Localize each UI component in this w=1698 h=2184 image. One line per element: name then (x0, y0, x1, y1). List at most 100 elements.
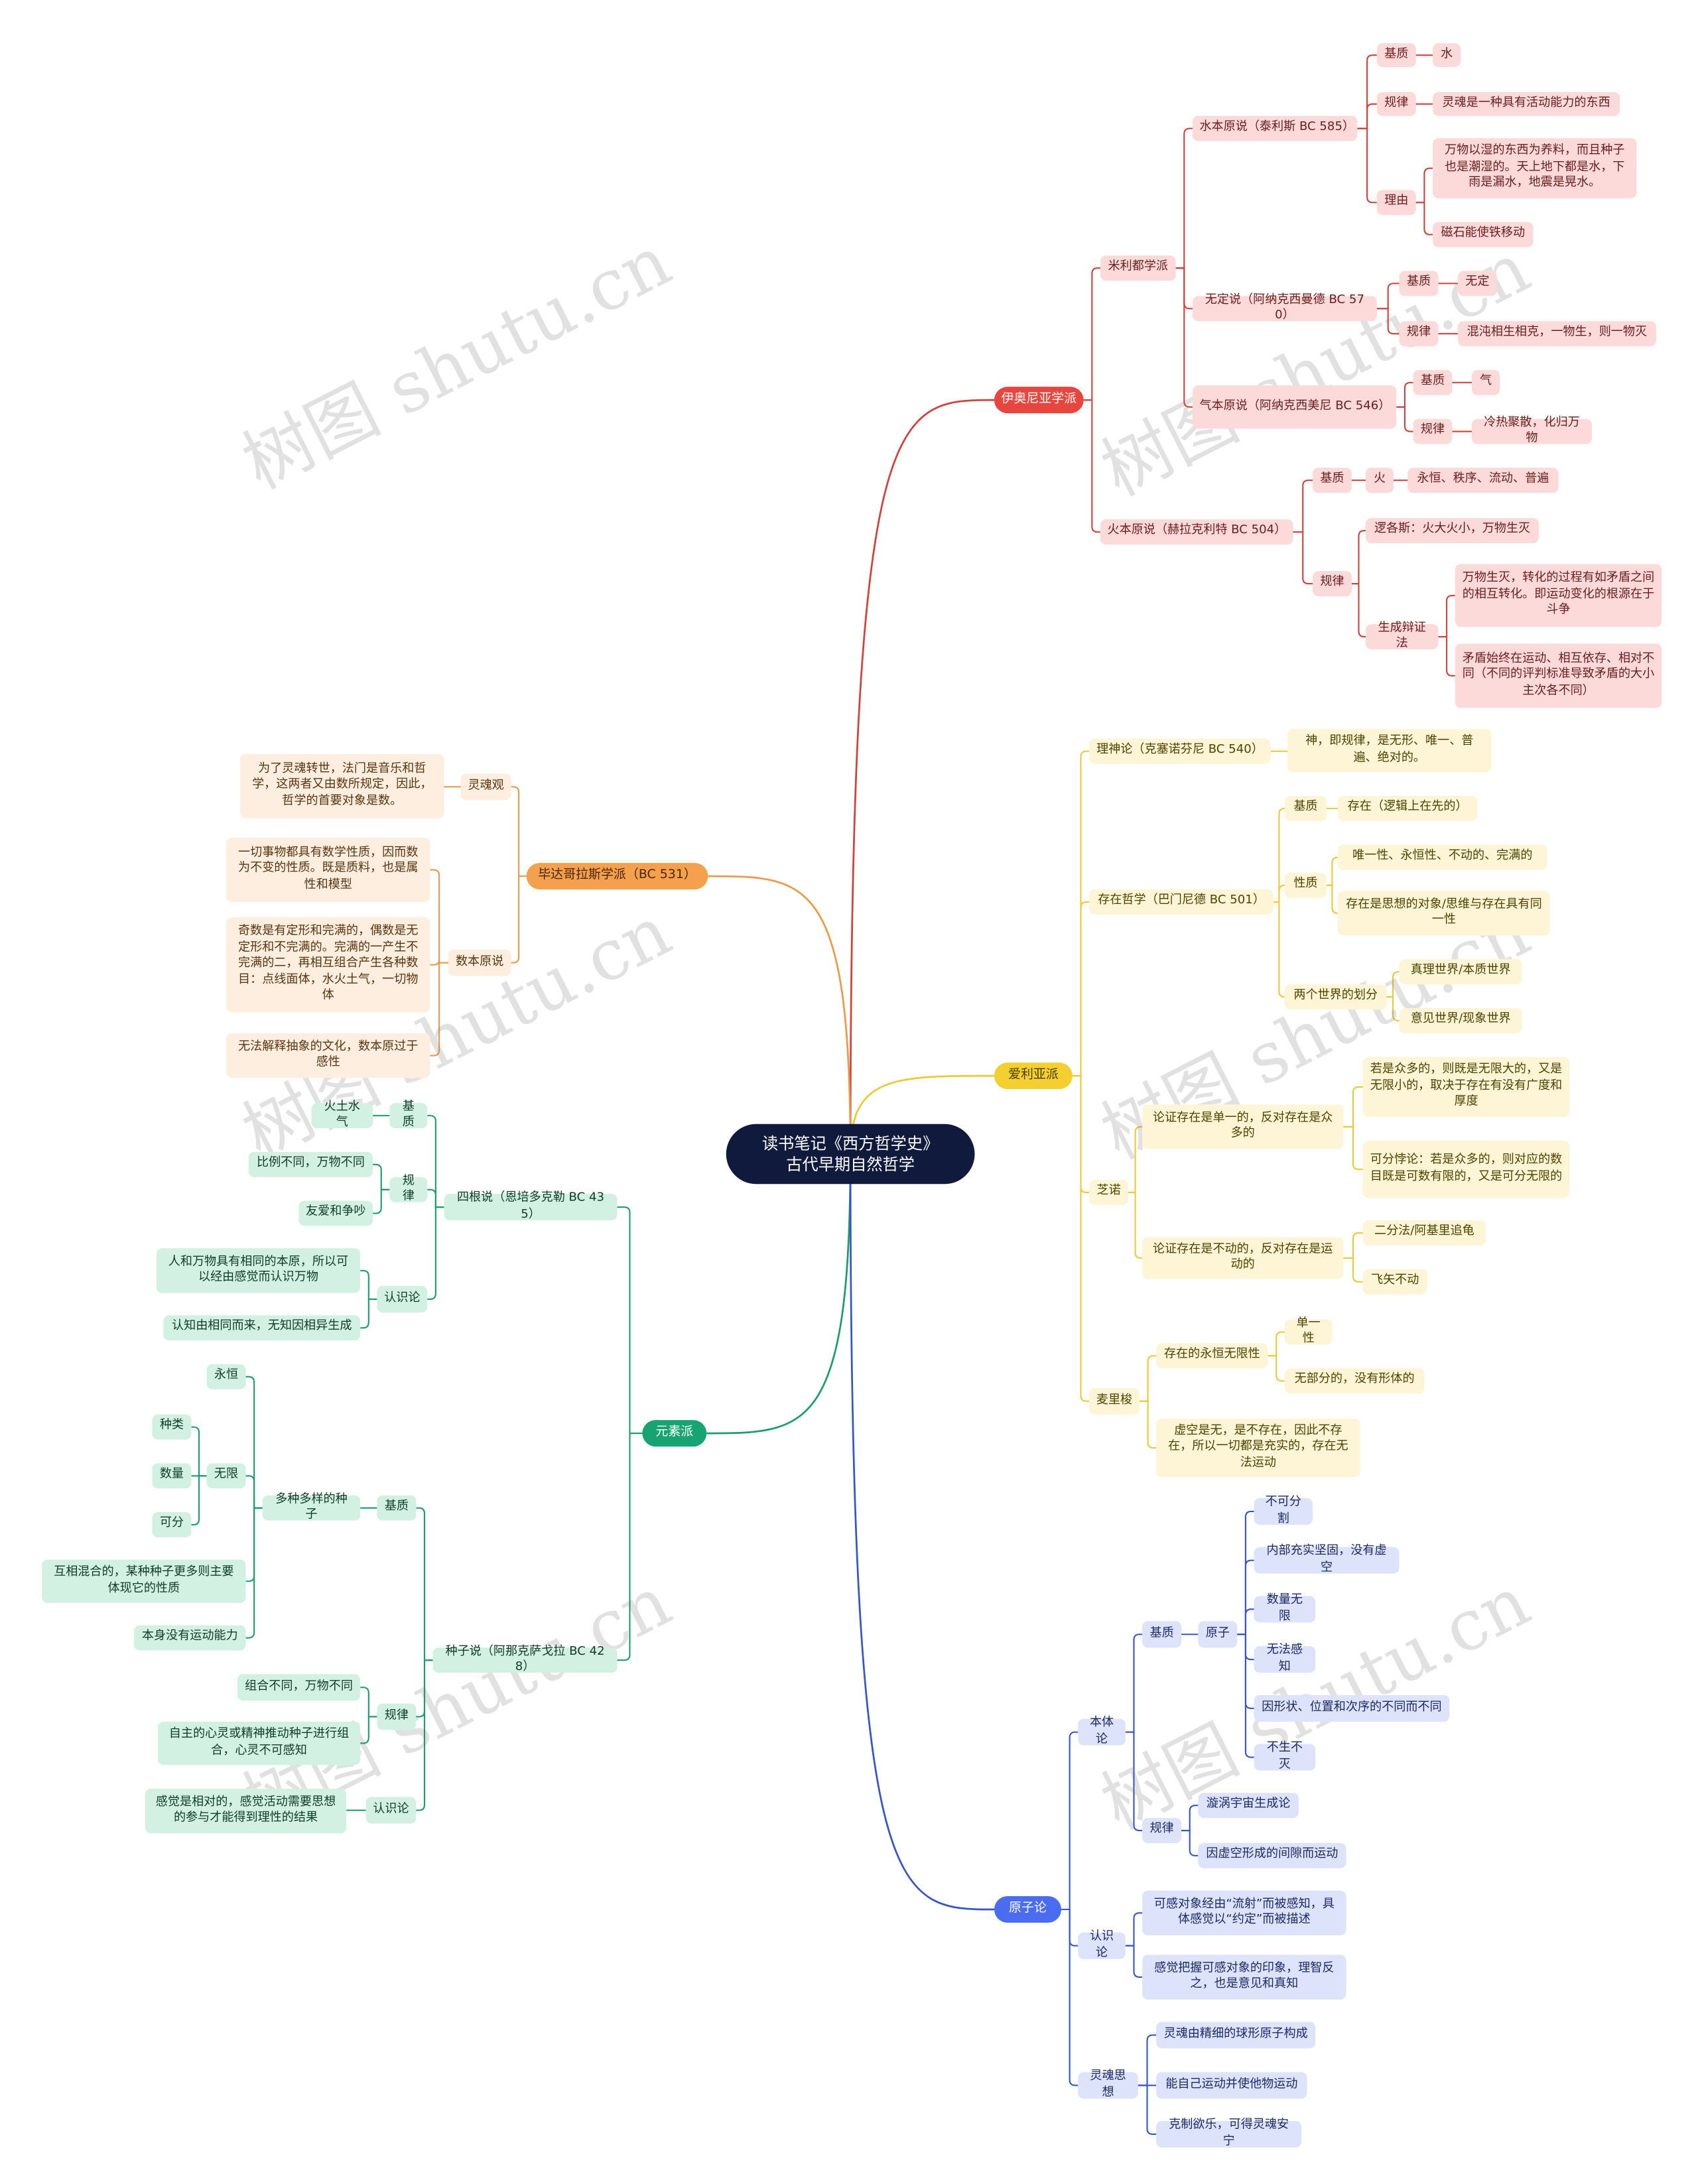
subtopic-node[interactable]: 无定说（阿纳克西曼德 BC 570） (1192, 292, 1377, 322)
subtopic-node[interactable]: 基质 (389, 1100, 428, 1129)
subtopic-node[interactable]: 生成辩证法 (1365, 621, 1439, 651)
subtopic-node[interactable]: 虚空是无，是不存在，因此不存在，所以一切都是充实的，存在无法运动 (1156, 1418, 1360, 1478)
subtopic-node[interactable]: 基质 (377, 1495, 417, 1521)
subtopic-node[interactable]: 不生不灭 (1254, 1741, 1316, 1771)
subtopic-node[interactable]: 漩涡宇宙生成论 (1198, 1793, 1299, 1819)
subtopic-node[interactable]: 一切事物都具有数学性质，因而数为不变的性质。既是质料，也是属性和模型 (226, 838, 430, 903)
subtopic-node[interactable]: 能自己运动并使他物运动 (1156, 2072, 1307, 2099)
subtopic-node[interactable]: 数量无限 (1254, 1593, 1316, 1623)
subtopic-node[interactable]: 人和万物具有相同的本原，所以可以经由感觉而认识万物 (156, 1248, 361, 1293)
subtopic-node[interactable]: 规律 (1376, 92, 1416, 116)
branch-topic[interactable]: 伊奥尼亚学派 (994, 387, 1084, 414)
subtopic-node[interactable]: 规律 (1142, 1818, 1182, 1843)
subtopic-node[interactable]: 唯一性、永恒性、不动的、完满的 (1337, 844, 1547, 870)
subtopic-node[interactable]: 互相混合的，某种种子更多则主要体现它的性质 (42, 1559, 246, 1603)
subtopic-node[interactable]: 无部分的，没有形体的 (1284, 1368, 1425, 1394)
subtopic-node[interactable]: 种子说（阿那克萨戈拉 BC 428） (432, 1644, 618, 1674)
subtopic-node[interactable]: 麦里梭 (1089, 1387, 1140, 1415)
subtopic-node[interactable]: 真理世界/本质世界 (1399, 959, 1522, 985)
subtopic-node[interactable]: 克制欲乐，可得灵魂安宁 (1156, 2118, 1302, 2148)
subtopic-node[interactable]: 因形状、位置和次序的不同而不同 (1254, 1695, 1450, 1722)
subtopic-node[interactable]: 本体论 (1078, 1716, 1126, 1746)
subtopic-node[interactable]: 可分悖论：若是众多的，则对应的数目既是可数有限的，又是可分无限的 (1362, 1141, 1570, 1198)
subtopic-node[interactable]: 友爱和争吵 (298, 1200, 373, 1226)
subtopic-node[interactable]: 意见世界/现象世界 (1399, 1008, 1522, 1033)
subtopic-node[interactable]: 无法解释抽象的文化，数本原过于感性 (226, 1033, 430, 1078)
subtopic-node[interactable]: 规律 (389, 1174, 428, 1204)
branch-topic[interactable]: 原子论 (994, 1895, 1062, 1923)
subtopic-node[interactable]: 永恒 (206, 1364, 246, 1389)
subtopic-node[interactable]: 基质 (1142, 1621, 1182, 1648)
subtopic-node[interactable]: 永恒、秩序、流动、普遍 (1407, 468, 1559, 493)
subtopic-node[interactable]: 论证存在是单一的，反对存在是众多的 (1142, 1104, 1344, 1149)
subtopic-node[interactable]: 理由 (1376, 190, 1416, 216)
subtopic-node[interactable]: 万物生灭，转化的过程有如矛盾之间的相互转化。即运动变化的根源在于斗争 (1455, 564, 1662, 627)
subtopic-node[interactable]: 灵魂思想 (1078, 2069, 1138, 2099)
subtopic-node[interactable]: 本身没有运动能力 (134, 1625, 246, 1651)
subtopic-node[interactable]: 认知由相同而来，无知因相异生成 (163, 1315, 361, 1341)
subtopic-node[interactable]: 规律 (1413, 418, 1453, 444)
subtopic-node[interactable]: 种类 (152, 1414, 192, 1440)
subtopic-node[interactable]: 认识论 (1078, 1930, 1126, 1960)
subtopic-node[interactable]: 存在（逻辑上在先的） (1337, 796, 1478, 821)
subtopic-node[interactable]: 基质 (1413, 369, 1453, 395)
subtopic-node[interactable]: 水 (1433, 43, 1461, 68)
subtopic-node[interactable]: 组合不同，万物不同 (237, 1674, 361, 1701)
subtopic-node[interactable]: 性质 (1284, 872, 1327, 898)
subtopic-node[interactable]: 灵魂由精细的球形原子构成 (1156, 2022, 1316, 2049)
subtopic-node[interactable]: 基质 (1284, 796, 1327, 821)
subtopic-node[interactable]: 存在是思想的对象/思维与存在具有同一性 (1337, 891, 1550, 936)
subtopic-node[interactable]: 存在的永恒无限性 (1156, 1343, 1268, 1369)
subtopic-node[interactable]: 基质 (1399, 271, 1439, 296)
subtopic-node[interactable]: 冷热聚散，化归万物 (1471, 415, 1593, 446)
subtopic-node[interactable]: 气 (1471, 369, 1500, 395)
subtopic-node[interactable]: 若是众多的，则既是无限大的，又是无限小的，取决于存在有没有广度和厚度 (1362, 1057, 1570, 1118)
subtopic-node[interactable]: 火 (1365, 468, 1394, 493)
subtopic-node[interactable]: 灵魂是一种具有活动能力的东西 (1433, 92, 1620, 116)
subtopic-node[interactable]: 为了灵魂转世，法门是音乐和哲学，这两者又由数所规定，因此，哲学的首要对象是数。 (240, 753, 444, 818)
subtopic-node[interactable]: 四根说（恩培多克勒 BC 435） (444, 1191, 618, 1221)
subtopic-node[interactable]: 无法感知 (1254, 1643, 1316, 1673)
subtopic-node[interactable]: 规律 (377, 1703, 417, 1730)
subtopic-node[interactable]: 可感对象经由“流射”而被感知，具体感觉以“约定”而被描述 (1142, 1890, 1346, 1935)
subtopic-node[interactable]: 万物以湿的东西为养料，而且种子也是潮湿的。天上地下都是水，下雨是漏水，地震是晃水… (1433, 138, 1637, 198)
subtopic-node[interactable]: 基质 (1312, 468, 1352, 493)
subtopic-node[interactable]: 感觉是相对的，感觉活动需要思想的参与才能得到理性的结果 (145, 1788, 347, 1834)
subtopic-node[interactable]: 自主的心灵或精神推动种子进行组合，心灵不可感知 (157, 1721, 361, 1766)
subtopic-node[interactable]: 存在哲学（巴门尼德 BC 501） (1089, 889, 1274, 915)
subtopic-node[interactable]: 多种多样的种子 (262, 1492, 361, 1522)
subtopic-node[interactable]: 内部充实坚固，没有虚空 (1254, 1544, 1400, 1574)
subtopic-node[interactable]: 奇数是有定形和完满的，偶数是无定形和不完满的。完满的一产生不完满的二，再相互组合… (226, 917, 430, 1013)
subtopic-node[interactable]: 比例不同，万物不同 (248, 1151, 373, 1177)
subtopic-node[interactable]: 单一性 (1284, 1316, 1333, 1346)
subtopic-node[interactable]: 数本原说 (448, 949, 511, 976)
subtopic-node[interactable]: 气本原说（阿纳克西美尼 BC 546） (1192, 385, 1397, 429)
subtopic-node[interactable]: 基质 (1376, 43, 1416, 68)
subtopic-node[interactable]: 规律 (1399, 321, 1439, 347)
subtopic-node[interactable]: 可分 (152, 1512, 192, 1537)
branch-topic[interactable]: 爱利亚派 (994, 1062, 1073, 1090)
subtopic-node[interactable]: 无限 (206, 1463, 246, 1489)
branch-topic[interactable]: 元素派 (642, 1420, 707, 1447)
subtopic-node[interactable]: 水本原说（泰利斯 BC 585） (1192, 115, 1358, 141)
subtopic-node[interactable]: 因虚空形成的间隙而运动 (1198, 1842, 1346, 1868)
central-topic[interactable]: 读书笔记《西方哲学史》 古代早期自然哲学 (726, 1124, 975, 1185)
subtopic-node[interactable]: 逻各斯：火大火小，万物生灭 (1365, 518, 1539, 543)
subtopic-node[interactable]: 火土水气 (311, 1100, 373, 1129)
subtopic-node[interactable]: 无定 (1457, 271, 1497, 296)
subtopic-node[interactable]: 芝诺 (1089, 1179, 1129, 1205)
subtopic-node[interactable]: 感觉把握可感对象的印象，理智反之，也是意见和真知 (1142, 1955, 1346, 2000)
subtopic-node[interactable]: 磁石能使铁移动 (1433, 222, 1534, 247)
branch-topic[interactable]: 毕达哥拉斯学派（BC 531） (526, 863, 708, 890)
subtopic-node[interactable]: 不可分割 (1254, 1496, 1313, 1525)
subtopic-node[interactable]: 矛盾始终在运动、相互依存、相对不同（不同的评判标准导致矛盾的大小主次各不同） (1455, 643, 1662, 708)
subtopic-node[interactable]: 数量 (152, 1463, 192, 1489)
subtopic-node[interactable]: 理神论（克塞诺芬尼 BC 540） (1089, 738, 1271, 764)
subtopic-node[interactable]: 神，即规律，是无形、唯一、普遍、绝对的。 (1287, 728, 1492, 773)
subtopic-node[interactable]: 认识论 (365, 1797, 417, 1824)
subtopic-node[interactable]: 认识论 (377, 1285, 428, 1313)
subtopic-node[interactable]: 论证存在是不动的，反对存在是运动的 (1142, 1237, 1344, 1279)
subtopic-node[interactable]: 米利都学派 (1100, 255, 1176, 281)
subtopic-node[interactable]: 二分法/阿基里追龟 (1362, 1220, 1486, 1246)
subtopic-node[interactable]: 灵魂观 (460, 773, 511, 801)
